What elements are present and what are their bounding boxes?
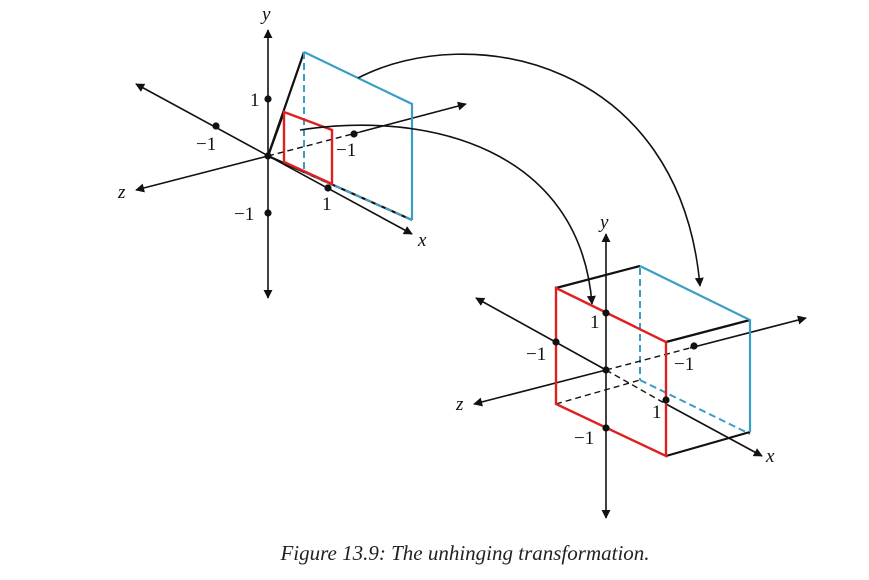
left-y-tick-pos-label: 1 (250, 90, 260, 111)
right-box-edge-top (555, 264, 641, 290)
left-z-tick-neg-dot (350, 130, 358, 138)
mapping-arrow-far-face (357, 53, 704, 287)
right-near-face (554, 286, 668, 458)
right-x-tick-label: 1 (652, 402, 662, 423)
right-z-axis-label: z (455, 394, 464, 415)
right-x-axis-pos-dashed (605, 369, 667, 405)
right-z-tick-pos-label: −1 (526, 344, 546, 365)
left-far-face-hidden (303, 52, 413, 221)
right-x-axis-label: x (765, 446, 775, 467)
figure-caption: Figure 13.9: The unhinging transformatio… (280, 541, 650, 565)
right-far-face (639, 265, 752, 432)
left-z-tick-neg-label: −1 (336, 140, 356, 161)
left-z-tick-pos-label: −1 (196, 134, 216, 155)
left-z-axis-pos (135, 155, 269, 193)
right-y-axis-label: y (598, 212, 609, 233)
right-z-axis-pos (473, 369, 607, 407)
right-y-tick-neg-label: −1 (574, 428, 594, 449)
left-x-axis-label: x (417, 230, 427, 251)
right-y-tick-pos-dot (602, 309, 610, 317)
right-z-tick-pos-dot (552, 338, 560, 346)
right-hidden-edge-left-bottom (555, 379, 641, 405)
right-z-axis-neg-dashed (605, 347, 691, 371)
left-z-axis-label: z (117, 182, 126, 203)
right-z-tick-neg-label: −1 (674, 354, 694, 375)
left-frustum-edge-top-near (266, 111, 286, 157)
left-y-tick-neg-dot (264, 209, 272, 217)
left-x-tick-dot (324, 184, 332, 192)
right-box-edge-right-top (665, 318, 751, 344)
right-x-axis-neg (475, 297, 607, 371)
left-y-tick-pos-dot (264, 95, 272, 103)
right-box-edge-right-bottom (665, 430, 751, 458)
right-x-axis-pos (665, 403, 763, 457)
right-x-tick-dot (662, 396, 670, 404)
left-figure: y z x 1 −1 1 −1 −1 (117, 4, 467, 299)
left-far-face (303, 51, 414, 220)
left-y-axis-label: y (260, 4, 271, 25)
right-z-tick-neg-dot (690, 342, 698, 350)
right-hidden-edge-back-bottom (639, 379, 751, 435)
left-z-tick-pos-dot (212, 122, 220, 130)
mapping-arrow-near-face (299, 124, 596, 305)
right-y-tick-pos-label: 1 (590, 312, 600, 333)
left-near-face (282, 110, 334, 186)
left-origin-dot (264, 152, 272, 160)
right-z-axis-neg (689, 315, 807, 349)
right-figure: y z x 1 −1 1 −1 −1 (455, 212, 807, 519)
left-x-tick-label: 1 (322, 194, 332, 215)
right-y-tick-neg-dot (602, 424, 610, 432)
left-y-tick-neg-label: −1 (234, 204, 254, 225)
right-origin-dot (602, 366, 610, 374)
